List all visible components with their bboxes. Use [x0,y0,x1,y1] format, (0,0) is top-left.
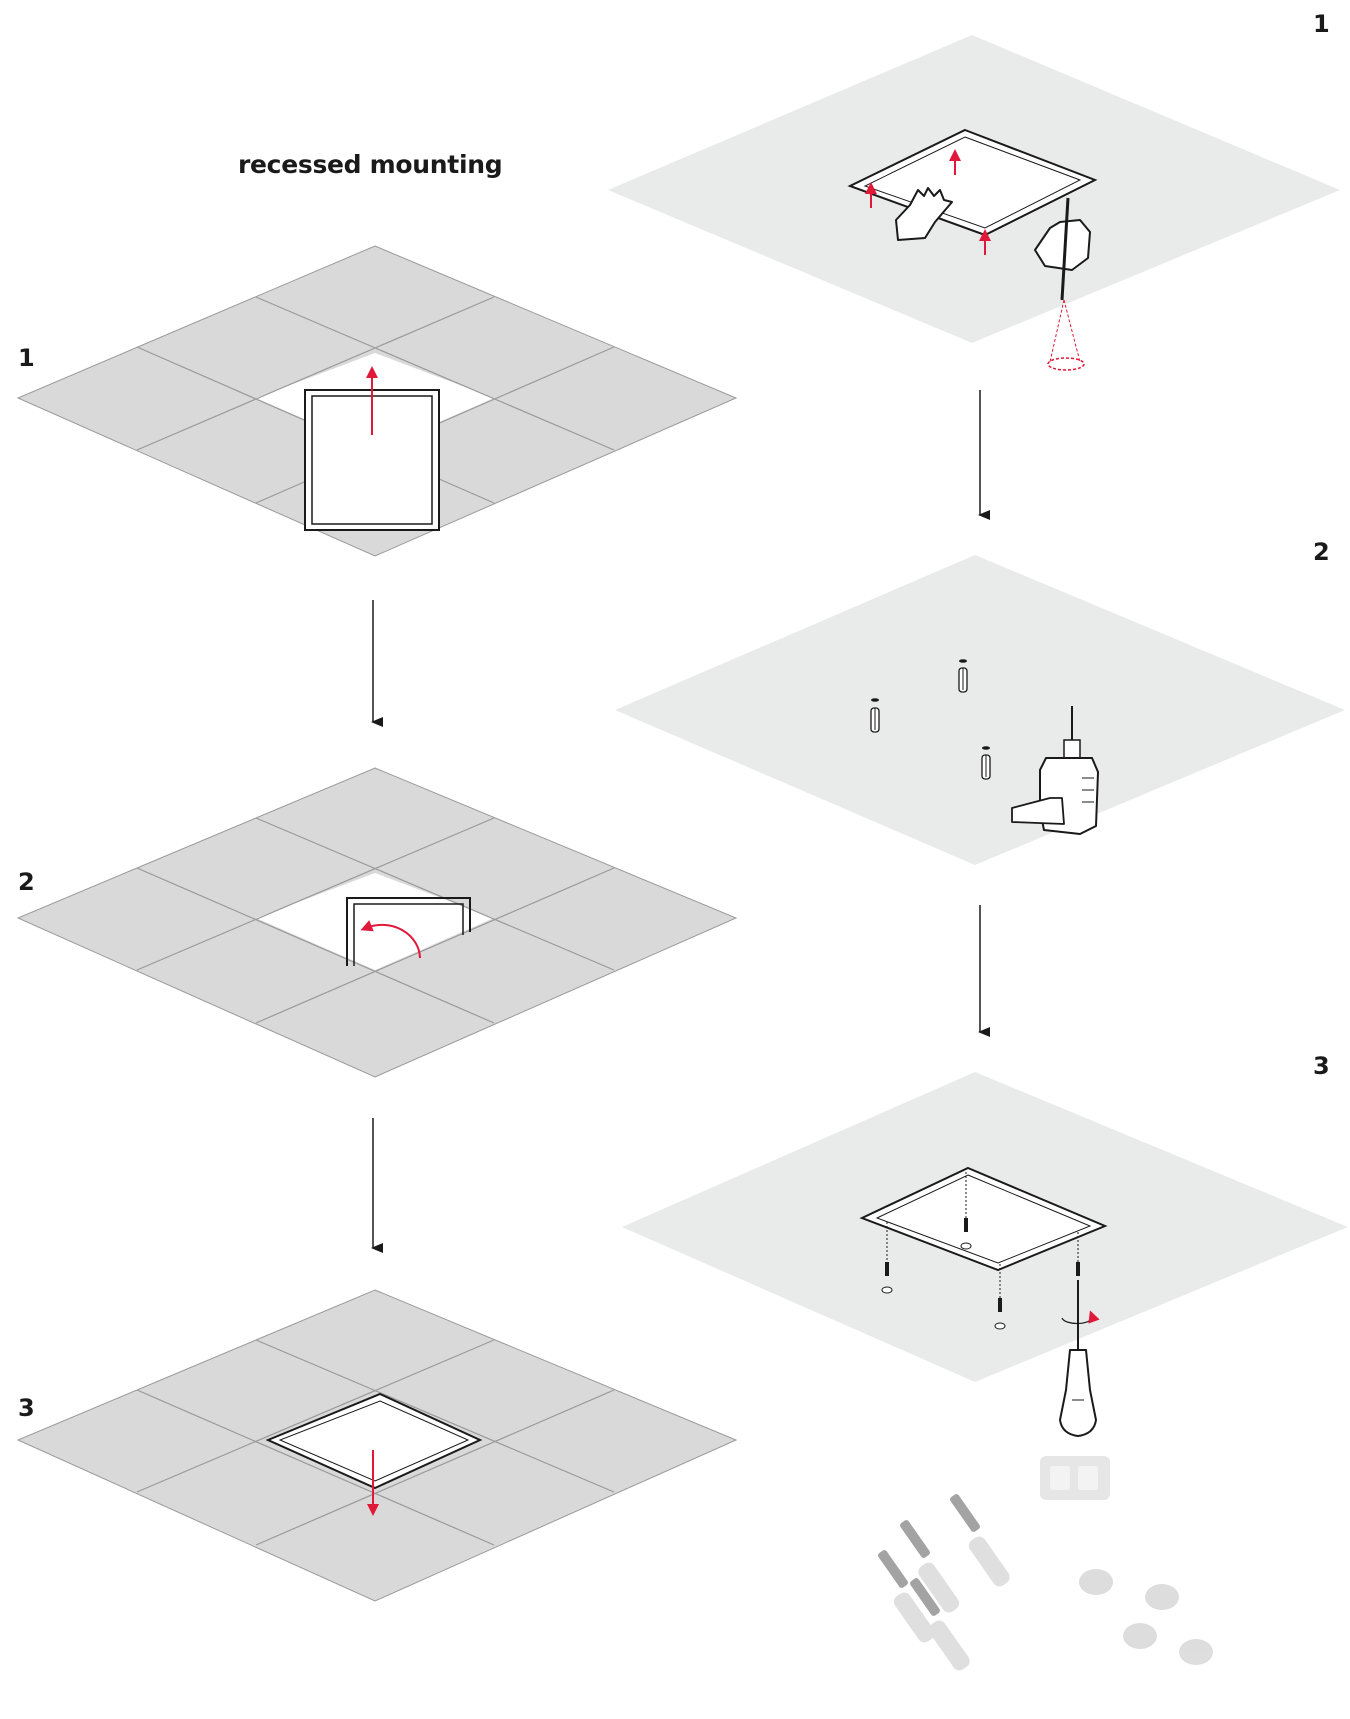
left-step-2-ceiling-grid [18,768,736,1077]
hardware-kit-photo [877,1456,1213,1673]
left-step-3-ceiling-grid [18,1290,736,1601]
cap-icon [1145,1584,1179,1610]
right-step-2-ceiling [615,555,1345,865]
cap-icon [1123,1623,1157,1649]
screw-anchor-icon [949,1493,1013,1589]
cap-icon [1179,1639,1213,1665]
right-step-1-ceiling [608,35,1340,370]
right-step-3-ceiling [622,1072,1348,1436]
left-step-1-ceiling-grid [18,246,736,556]
cap-icon [1079,1569,1113,1595]
